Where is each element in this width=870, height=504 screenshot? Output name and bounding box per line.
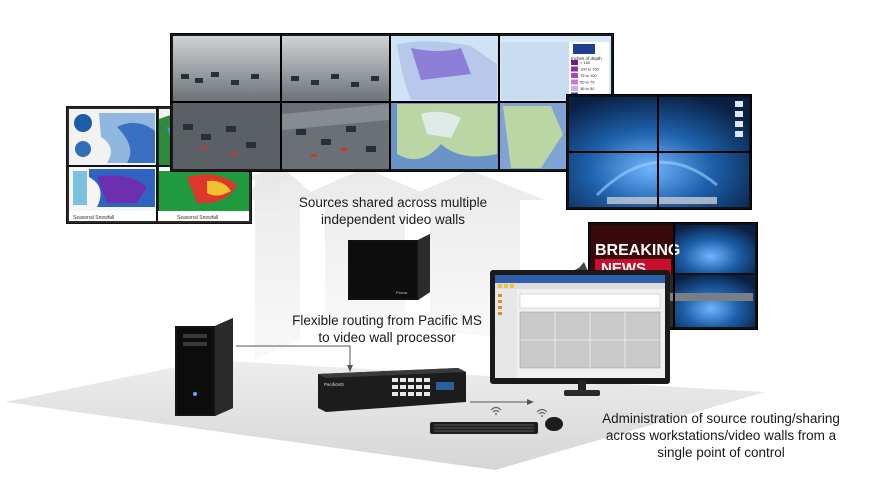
caption-routing-line2: to video wall processor xyxy=(318,330,456,345)
snowfall-caption-left: Seasonal Snowfall xyxy=(73,215,114,221)
legend-title: Inches of depth xyxy=(571,56,602,61)
right-video-wall xyxy=(566,94,752,210)
video-wall-processor: Planar xyxy=(348,234,430,300)
breaking-label: BREAKING xyxy=(595,242,680,259)
tower-pc xyxy=(175,318,235,416)
monitor-stand xyxy=(564,380,600,396)
legend-row-label: 100 to 150 xyxy=(580,67,600,72)
legend-swatch xyxy=(571,66,578,72)
traffic-camera-grid xyxy=(173,36,389,169)
caption-sources-line2: independent video walls xyxy=(320,212,466,227)
legend-swatch xyxy=(571,86,578,91)
switch-brand: PacificMS xyxy=(324,382,344,387)
caption-flexible-routing: Flexible routing from Pacific MS to vide… xyxy=(262,312,512,346)
caption-admin-line1: Administration of source routing/sharing xyxy=(602,411,840,426)
caption-sources-line1: Sources shared across multiple xyxy=(298,195,488,210)
workstation-monitor xyxy=(490,270,670,396)
legend-row-label: 75 to 100 xyxy=(580,73,597,78)
weather-map-center xyxy=(391,36,611,169)
caption-administration: Administration of source routing/sharing… xyxy=(585,410,857,461)
legend-swatch xyxy=(571,73,578,78)
dock-bar xyxy=(607,197,717,204)
snowfall-caption-right: Seasonal Snowfall xyxy=(177,215,218,221)
wireless-icon xyxy=(536,408,548,417)
keyboard xyxy=(430,422,538,434)
caption-admin-line2: across workstations/video walls from a xyxy=(605,428,837,443)
legend-row-label: 50 to 75 xyxy=(580,80,595,85)
legend-swatch xyxy=(571,60,578,65)
wireless-icon xyxy=(490,406,502,415)
noaa-flag-icon xyxy=(573,44,595,54)
pacific-ms-switch: PacificMS xyxy=(318,368,466,412)
legend-swatch xyxy=(571,79,578,85)
caption-admin-line3: single point of control xyxy=(657,445,785,460)
caption-routing-line1: Flexible routing from Pacific MS xyxy=(292,313,482,328)
mouse xyxy=(545,417,563,431)
legend-row-label: > 150 xyxy=(580,60,591,65)
legend-row-label: 36 to 50 xyxy=(580,86,595,91)
noaa-logo-icon xyxy=(74,114,92,132)
processor-brand: Planar xyxy=(396,290,408,295)
caption-sources-shared: Sources shared across multiple independe… xyxy=(278,194,508,228)
